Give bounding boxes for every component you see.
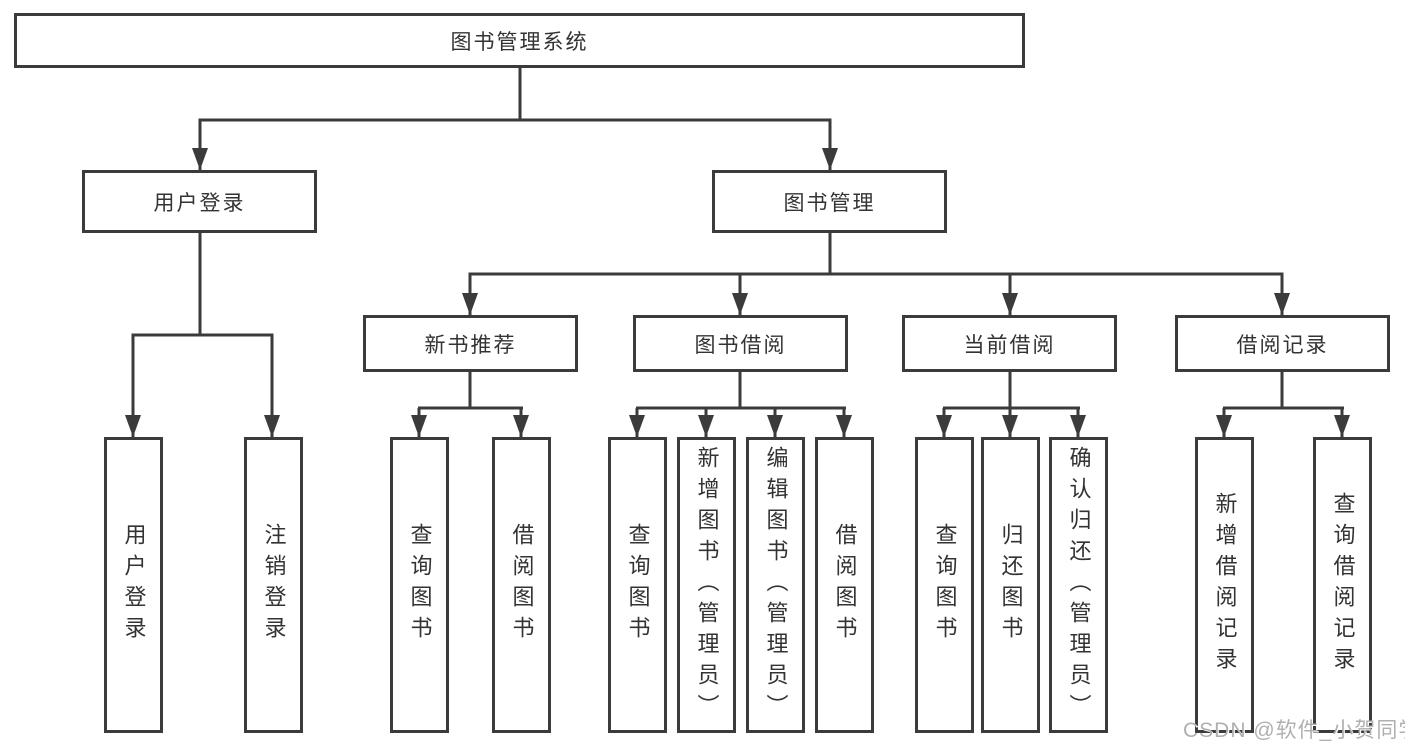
leaf-return-book: 归还图书: [981, 437, 1040, 733]
node-user-login: 用户登录: [82, 170, 317, 233]
leaf-add-book-admin: 新增图书（管理员）: [677, 437, 736, 733]
leaf-add-borrow-record: 新增借阅记录: [1195, 437, 1254, 733]
leaf-borrow-books-1: 借阅图书: [492, 437, 551, 733]
leaf-query-books-1: 查询图书: [390, 437, 449, 733]
leaf-user-login-label: 用户登录: [121, 523, 147, 647]
node-new-book-recommend-label: 新书推荐: [424, 333, 517, 357]
leaf-add-book-admin-label: 新增图书（管理员）: [694, 445, 720, 725]
node-user-login-label: 用户登录: [153, 191, 246, 215]
node-root-label: 图书管理系统: [450, 30, 589, 54]
leaf-query-books-1-label: 查询图书: [407, 523, 433, 647]
leaf-query-books-3: 查询图书: [915, 437, 974, 733]
node-borrow-records: 借阅记录: [1175, 315, 1390, 372]
leaf-borrow-books-2-label: 借阅图书: [832, 523, 858, 647]
leaf-edit-book-admin-label: 编辑图书（管理员）: [763, 445, 789, 725]
leaf-query-books-3-label: 查询图书: [932, 523, 958, 647]
leaf-confirm-return-admin: 确认归还（管理员）: [1049, 437, 1108, 733]
leaf-query-books-2-label: 查询图书: [625, 523, 651, 647]
leaf-query-borrow-record: 查询借阅记录: [1313, 437, 1372, 733]
leaf-logout: 注销登录: [244, 437, 303, 733]
leaf-add-borrow-record-label: 新增借阅记录: [1212, 492, 1238, 678]
leaf-logout-label: 注销登录: [261, 523, 287, 647]
leaf-confirm-return-admin-label: 确认归还（管理员）: [1066, 445, 1092, 725]
node-current-borrow-label: 当前借阅: [963, 333, 1056, 357]
leaf-query-books-2: 查询图书: [608, 437, 667, 733]
node-book-borrow: 图书借阅: [633, 315, 848, 372]
watermark: CSDN @软件_小贺同学: [1183, 719, 1405, 742]
node-root: 图书管理系统: [14, 13, 1025, 68]
leaf-return-book-label: 归还图书: [998, 523, 1024, 647]
leaf-user-login: 用户登录: [104, 437, 163, 733]
node-current-borrow: 当前借阅: [902, 315, 1117, 372]
node-borrow-records-label: 借阅记录: [1236, 333, 1329, 357]
node-new-book-recommend: 新书推荐: [363, 315, 578, 372]
node-book-management-label: 图书管理: [783, 191, 876, 215]
node-book-borrow-label: 图书借阅: [694, 333, 787, 357]
leaf-borrow-books-1-label: 借阅图书: [509, 523, 535, 647]
leaf-edit-book-admin: 编辑图书（管理员）: [746, 437, 805, 733]
leaf-borrow-books-2: 借阅图书: [815, 437, 874, 733]
leaf-query-borrow-record-label: 查询借阅记录: [1330, 492, 1356, 678]
node-book-management: 图书管理: [712, 170, 947, 233]
